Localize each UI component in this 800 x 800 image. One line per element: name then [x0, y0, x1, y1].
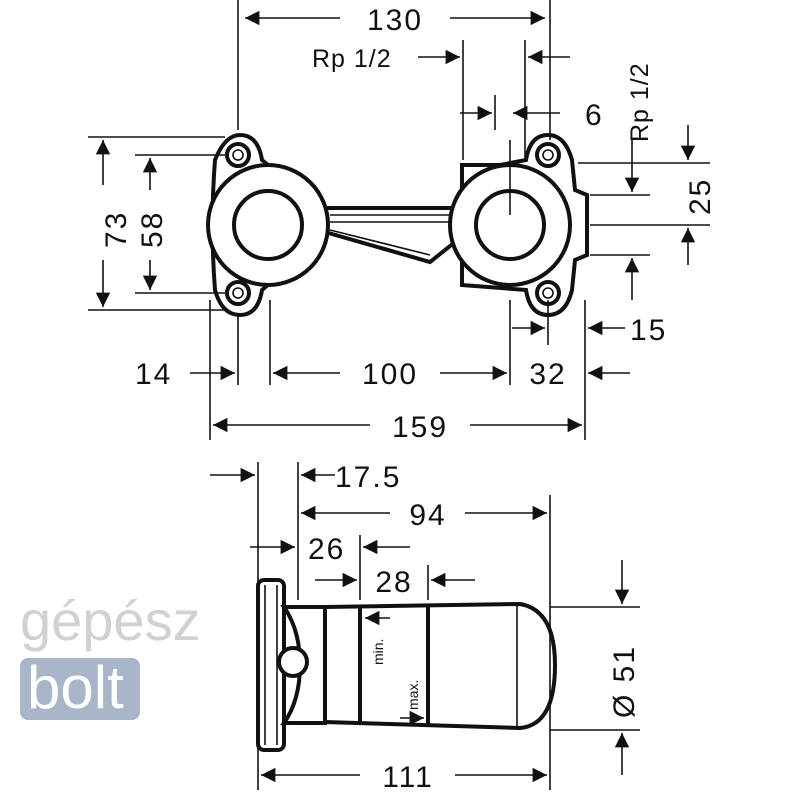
dim-111: 111: [382, 761, 434, 794]
dim-6: 6: [585, 99, 604, 132]
dim-73: 73: [100, 211, 133, 248]
mount-hole: [225, 280, 251, 306]
dim-26: 26: [308, 533, 345, 566]
left-port-inner: [232, 189, 304, 261]
top-view-body: [206, 132, 589, 318]
mount-hole: [535, 142, 561, 168]
watermark-text: gépész: [20, 589, 201, 652]
watermark-badge-text: bolt: [27, 654, 124, 721]
watermark-logo: gépész bolt: [20, 589, 201, 721]
dim-94: 94: [409, 499, 446, 532]
mount-hole: [225, 142, 251, 168]
dim-100: 100: [362, 358, 418, 391]
dim-58: 58: [136, 211, 169, 248]
side-view-body: min. max.: [256, 578, 558, 752]
thread-label-left: Rp 1/2: [312, 45, 392, 73]
dim-25: 25: [684, 178, 717, 215]
dim-28: 28: [375, 566, 412, 599]
label-min: min.: [370, 639, 386, 665]
watermark-badge: [20, 658, 140, 720]
dim-17-5: 17.5: [335, 461, 401, 494]
dim-diameter-51: Ø 51: [608, 645, 641, 718]
thread-label-right: Rp 1/2: [626, 62, 654, 142]
dim-15: 15: [630, 314, 667, 347]
dim-32: 32: [529, 358, 566, 391]
dim-130: 130: [367, 4, 423, 37]
dim-159: 159: [392, 411, 448, 444]
label-max: max.: [405, 680, 421, 710]
dim-14: 14: [135, 358, 172, 391]
top-view-dimensions: 130 Rp 1/2 Rp 1/2 6 73 58 25 15: [88, 0, 717, 444]
side-view-dimensions: 17.5 94 26 28 Ø 51 111: [210, 461, 641, 794]
